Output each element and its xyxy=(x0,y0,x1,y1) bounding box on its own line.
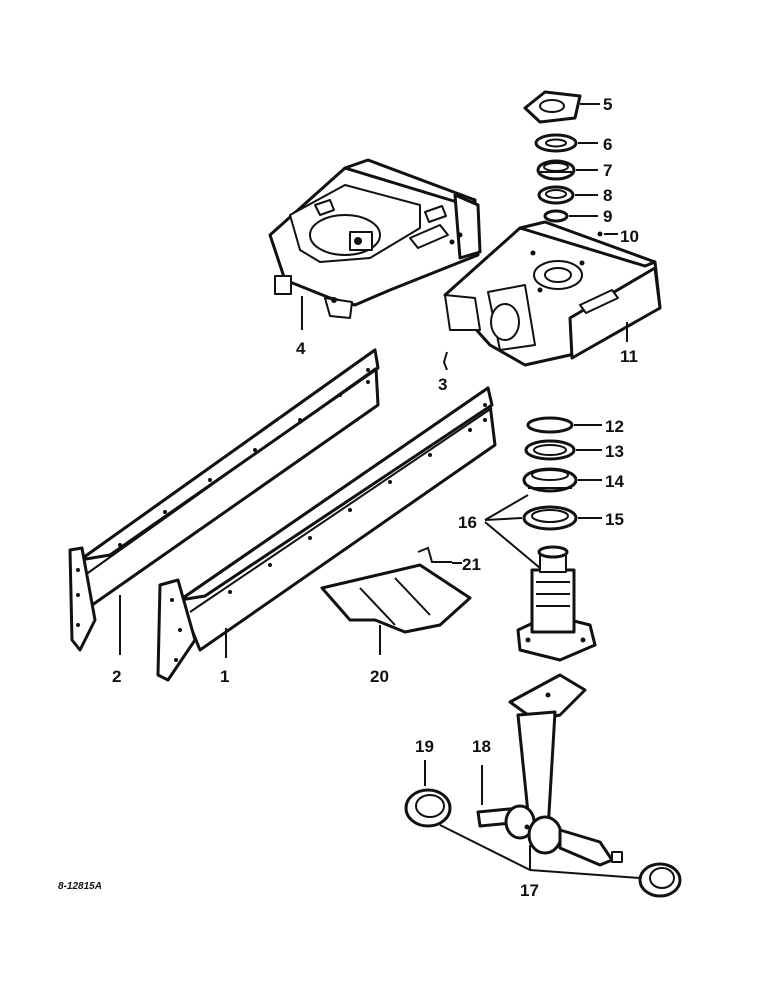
leader-17-c xyxy=(529,869,641,879)
skid-plate-part-20 xyxy=(320,563,472,634)
leader-16-b xyxy=(484,517,523,521)
callout-3: 3 xyxy=(438,375,447,394)
side-rail-part-2 xyxy=(68,348,380,652)
callout-20: 20 xyxy=(370,667,389,686)
callout-18: 18 xyxy=(472,737,491,756)
callout-15: 15 xyxy=(605,510,624,529)
callout-17: 17 xyxy=(520,881,539,900)
callout-13: 13 xyxy=(605,442,624,461)
callout-21: 21 xyxy=(462,555,481,574)
front-bolster-part-4 xyxy=(268,158,482,319)
callout-14: 14 xyxy=(605,472,624,491)
callout-8: 8 xyxy=(603,186,612,205)
leader-16-c xyxy=(484,521,541,569)
bearing-cup-part-8 xyxy=(537,185,575,205)
leader-17-a xyxy=(439,824,531,871)
bearing-cone-part-14 xyxy=(522,467,578,493)
callout-16: 16 xyxy=(458,513,477,532)
retainer-part-13 xyxy=(524,439,576,461)
ring-part-9 xyxy=(543,209,569,223)
callout-1: 1 xyxy=(220,667,229,686)
callout-5: 5 xyxy=(603,95,612,114)
dust-cap-part-17 xyxy=(638,862,682,898)
pin-part-3 xyxy=(442,351,448,371)
callout-2: 2 xyxy=(112,667,121,686)
leader-16-a xyxy=(484,494,529,521)
fitting-part-10 xyxy=(597,231,603,237)
bearing-cup-part-15 xyxy=(522,505,578,531)
bracket-part-21 xyxy=(417,546,452,563)
spindle-flange xyxy=(516,545,597,662)
callout-6: 6 xyxy=(603,135,612,154)
callout-11: 11 xyxy=(620,347,638,366)
axle-housing-part-11 xyxy=(443,220,662,367)
callout-19: 19 xyxy=(415,737,434,756)
shim-part-6 xyxy=(534,133,578,153)
callout-4: 4 xyxy=(296,339,306,358)
callout-9: 9 xyxy=(603,207,612,226)
callout-7: 7 xyxy=(603,161,612,180)
side-rail-part-1 xyxy=(156,386,497,682)
bearing-cone-part-7 xyxy=(536,159,576,181)
knuckle-part-18 xyxy=(476,673,623,867)
callout-10: 10 xyxy=(620,227,639,246)
dust-cap-part-19 xyxy=(404,788,452,828)
seal-part-12 xyxy=(526,416,574,434)
bearing-cap-part-5 xyxy=(523,90,582,124)
callout-12: 12 xyxy=(605,417,624,436)
reference-code: 8-12815A xyxy=(58,881,102,892)
